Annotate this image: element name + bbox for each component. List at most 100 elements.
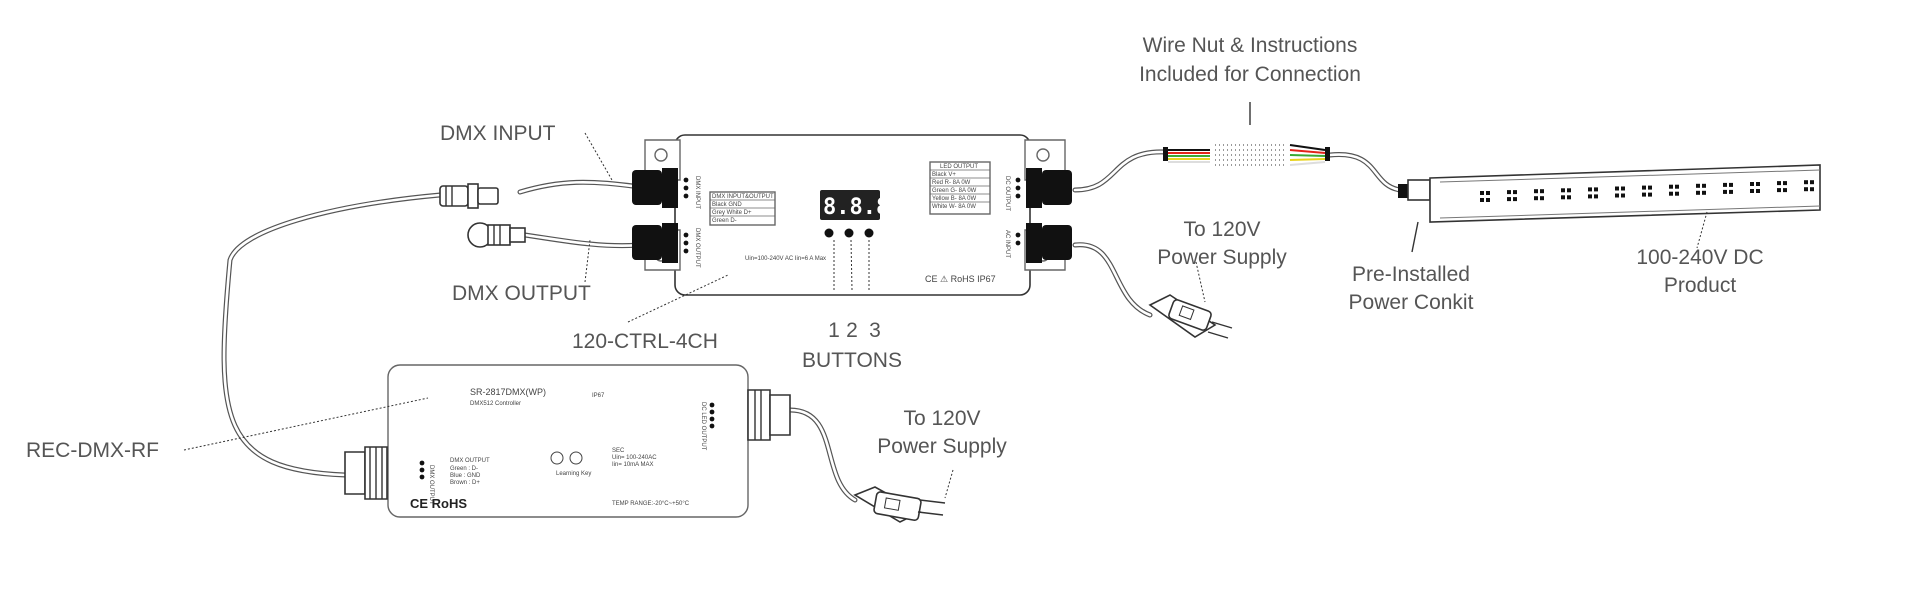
port-dmx-input-label: DMX INPUT — [694, 176, 700, 209]
controller-ce-rohs: CE ⚠ RoHS IP67 — [925, 274, 996, 284]
label-wire-nut-1: Wire Nut & Instructions — [1143, 34, 1358, 57]
label-conkit-2: Power Conkit — [1349, 291, 1474, 314]
port-dmx-output: DMX OUTPUT — [632, 223, 700, 268]
receiver-spec-3: Iin= 10mA MAX — [612, 462, 654, 468]
receiver-dmx-row-3: Brown : D+ — [450, 480, 480, 486]
receiver-learning-key-label: Learning Key — [556, 471, 591, 477]
leader-button-2 — [850, 239, 853, 291]
led-output-table: LED OUTPUT Black V+ Red R- 8A 0W Green G… — [929, 161, 991, 215]
dmx-table-row-1: Black GND — [712, 202, 742, 208]
label-dmx-output: DMX OUTPUT — [452, 282, 591, 305]
label-bottom-power-1: To 120V — [903, 407, 980, 430]
led-table-header: LED OUTPUT — [940, 164, 978, 170]
led-chip-icon — [1696, 183, 1706, 195]
receiver-dmx-output-title: DMX OUTPUT — [450, 458, 490, 464]
label-buttons: BUTTONS — [802, 349, 902, 372]
receiver-led-1 — [550, 451, 564, 465]
receiver-ce-rohs: CE RoHS — [410, 496, 467, 511]
led-row-3: Green G- 8A 0W — [932, 188, 977, 194]
label-conkit-1: Pre-Installed — [1352, 263, 1470, 286]
led-row-5: White W- 8A 0W — [932, 204, 976, 210]
port-ac-input: AC INPUT — [1004, 223, 1072, 263]
top-power-plug — [1148, 294, 1233, 339]
controller-button-1[interactable] — [824, 228, 834, 238]
label-button-3: 3 — [869, 319, 881, 342]
leader-dmx-output — [584, 239, 591, 283]
port-dmx-output-label: DMX OUTPUT — [694, 228, 700, 268]
label-button-1: 1 — [828, 319, 840, 342]
led-chip-icon — [1561, 188, 1571, 200]
led-chip-icon — [1642, 185, 1652, 197]
led-chip-icon — [1615, 186, 1625, 198]
label-top-power-2: Power Supply — [1157, 246, 1287, 269]
leader-ctrl-model — [627, 274, 729, 323]
controller-120-ctrl-4ch: DMX INPUT DMX OUTPUT DC OUTPUT AC INPUT — [632, 134, 1072, 296]
receiver-dmx-row-1: Green : D- — [450, 466, 478, 472]
dmx-table-row-2: Grey White D+ — [712, 210, 752, 216]
controller-specs: Uin=100-240V AC Iin=6 A Max — [745, 256, 826, 262]
led-chip-icon — [1534, 189, 1544, 201]
receiver-learning-key-button[interactable] — [569, 451, 583, 465]
dmx-table-header: DMX INPUT&OUTPUT — [712, 194, 774, 200]
receiver-ip: IP67 — [592, 393, 605, 399]
leader-product — [1696, 211, 1708, 249]
strip-led-chips — [1480, 180, 1814, 202]
receiver-model: SR-2817DMX(WP) — [470, 387, 546, 397]
dmx-output-cable — [522, 232, 643, 249]
led-chip-icon — [1750, 182, 1760, 193]
port-dc-output-label: DC OUTPUT — [1004, 176, 1010, 211]
led-chip-icon — [1723, 182, 1733, 194]
receiver-spec-1: SEC — [612, 448, 625, 454]
dmx-input-connector — [439, 183, 499, 209]
label-dmx-input: DMX INPUT — [440, 122, 556, 145]
dmx-table-row-3: Green D- — [712, 218, 737, 224]
led-chip-icon — [1804, 180, 1814, 192]
label-bottom-power-2: Power Supply — [877, 435, 1007, 458]
leader-rec — [183, 397, 429, 451]
receiver-spec-2: Uin= 100-240AC — [612, 455, 657, 461]
receiver-rec-dmx-rf: DMX OUTPUT DC LED OUTPUT SR-2817DMX(WP) … — [344, 364, 791, 518]
leader-top-power — [1195, 261, 1206, 303]
bottom-power-plug — [853, 486, 946, 523]
wire-splice — [1163, 144, 1330, 166]
leader-conkit — [1411, 221, 1419, 253]
dmx-output-connector — [467, 222, 526, 248]
power-conkit — [1398, 179, 1431, 201]
label-wire-nut-2: Included for Connection — [1139, 63, 1361, 86]
leader-dmx-input — [584, 132, 613, 181]
label-top-power-1: To 120V — [1183, 218, 1260, 241]
receiver-power-cable — [787, 407, 858, 503]
led-row-1: Black V+ — [932, 172, 956, 178]
led-chip-icon — [1480, 191, 1490, 202]
port-dc-output: DC OUTPUT — [1004, 168, 1072, 211]
receiver-temp: TEMP RANGE:-20°C~+50°C — [612, 501, 690, 507]
port-ac-input-label: AC INPUT — [1004, 230, 1010, 258]
label-ctrl-model: 120-CTRL-4CH — [572, 330, 718, 353]
led-chip-icon — [1507, 190, 1517, 202]
dc-output-cable — [1072, 149, 1403, 193]
label-product-2: Product — [1664, 274, 1737, 297]
display-value: 8.8.8. — [823, 195, 902, 220]
ac-input-cable — [1072, 242, 1153, 318]
receiver-port-left-label: DMX OUTPUT — [428, 465, 434, 505]
controller-button-2[interactable] — [844, 228, 854, 238]
leader-bottom-power — [944, 469, 954, 499]
led-row-2: Red R- 8A 0W — [932, 180, 971, 186]
dmx-cable-receiver-to-input — [221, 179, 643, 478]
label-button-2: 2 — [846, 319, 858, 342]
led-row-4: Yellow B- 8A 0W — [932, 196, 976, 202]
port-dmx-input: DMX INPUT — [632, 168, 700, 209]
receiver-port-right-label: DC LED OUTPUT — [700, 402, 706, 451]
led-chip-icon — [1588, 187, 1598, 199]
dmx-io-table: DMX INPUT&OUTPUT Black GND Grey White D+… — [709, 191, 776, 226]
seven-segment-display: 8.8.8. — [820, 190, 902, 220]
receiver-dmx-row-2: Blue : GND — [450, 473, 481, 479]
receiver-body — [387, 364, 749, 518]
controller-button-3[interactable] — [864, 228, 874, 238]
wire-nut-dots — [1215, 144, 1285, 166]
led-chip-icon — [1669, 184, 1679, 196]
label-rec: REC-DMX-RF — [26, 439, 159, 462]
receiver-subtitle: DMX512 Controller — [470, 401, 521, 407]
led-chip-icon — [1777, 181, 1787, 193]
